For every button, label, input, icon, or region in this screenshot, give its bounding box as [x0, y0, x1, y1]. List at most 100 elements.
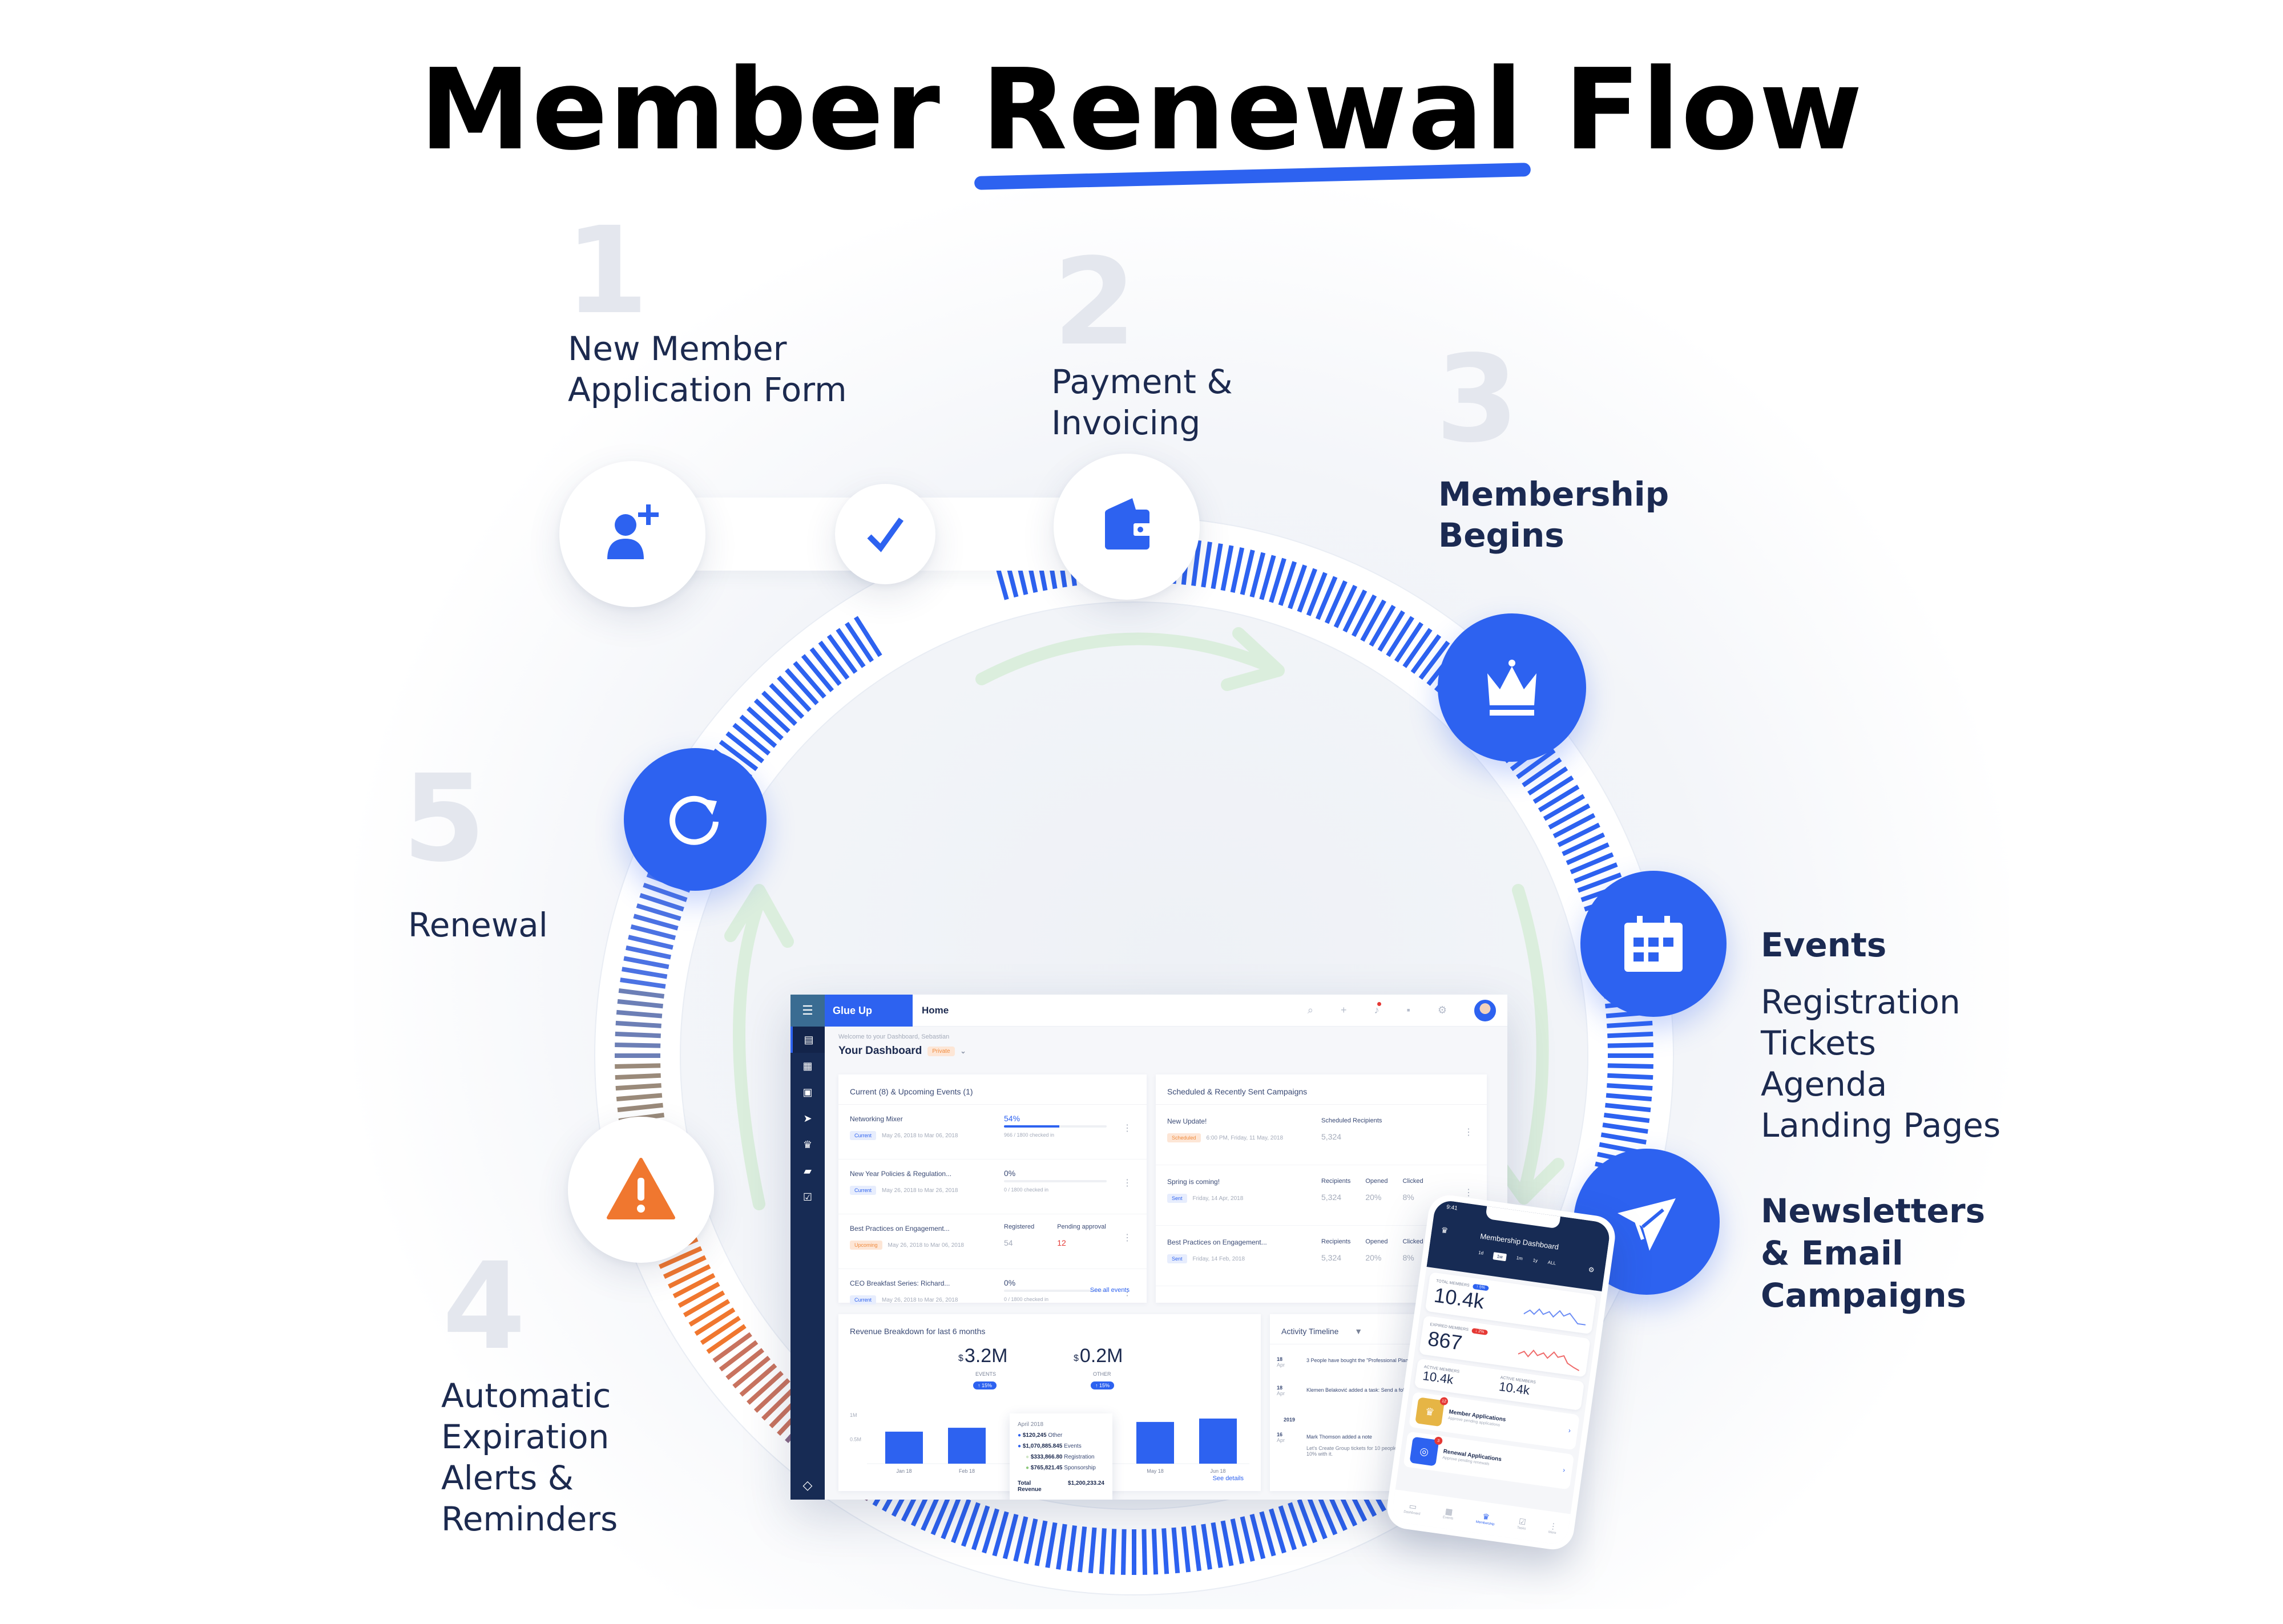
feature-events-item: Agenda: [1761, 1065, 1887, 1104]
sidebar-calendar-icon[interactable]: ▣: [802, 1086, 813, 1098]
settings-icon[interactable]: ⚙: [1437, 1004, 1447, 1016]
step-label-3: Membership Begins: [1438, 475, 1669, 555]
sidebar-campaigns-icon[interactable]: ➤: [803, 1112, 812, 1124]
more-options-icon[interactable]: ⋮: [1123, 1233, 1132, 1243]
sparkline-red: [1518, 1349, 1580, 1371]
more-options-icon[interactable]: ⋮: [1123, 1288, 1132, 1298]
sidebar-membership-icon[interactable]: ♛: [802, 1138, 813, 1150]
more-options-icon[interactable]: ⋮: [1123, 1124, 1132, 1133]
step-2-node[interactable]: [1054, 454, 1200, 600]
flow-arrow-top-head: [1221, 627, 1285, 691]
ring-tick: [633, 914, 679, 931]
revenue-change-badge: ↑ 15%: [1091, 1381, 1115, 1389]
step-4-node[interactable]: [568, 1117, 714, 1263]
event-row[interactable]: New Year Policies & Regulation... Curren…: [838, 1160, 1147, 1214]
event-checked: 0 / 1800 checked in: [1004, 1296, 1049, 1302]
expired-members-card[interactable]: Expired Members↓ 2% 867: [1419, 1315, 1591, 1377]
filter-icon[interactable]: ▼: [1354, 1327, 1363, 1336]
ring-tick: [793, 661, 826, 699]
sidebar-dashboard-icon[interactable]: ▤: [790, 1027, 825, 1053]
nav-tasks[interactable]: ☑Tasks: [1516, 1516, 1527, 1531]
event-progress-bar: [1004, 1125, 1107, 1128]
ring-tick: [961, 1502, 981, 1547]
campaign-col-header: Recipients: [1321, 1238, 1351, 1245]
bell-icon[interactable]: ♪: [1374, 1002, 1382, 1016]
calendar-icon: [1624, 916, 1683, 972]
see-details-link[interactable]: See details: [1212, 1475, 1244, 1482]
ring-tick: [1402, 628, 1433, 668]
range-tab-active[interactable]: 1w: [1493, 1252, 1507, 1262]
bar-events[interactable]: [885, 1431, 923, 1464]
ring-tick: [1607, 1031, 1653, 1039]
user-avatar[interactable]: [1474, 999, 1496, 1021]
ring-tick: [1288, 564, 1308, 609]
bar-events[interactable]: [1199, 1418, 1237, 1464]
chevron-right-icon: ›: [1568, 1426, 1571, 1435]
menu-toggle-icon[interactable]: ☰: [790, 995, 825, 1027]
nav-events[interactable]: ▦Events: [1443, 1506, 1455, 1520]
add-icon[interactable]: +: [1340, 1004, 1347, 1016]
approval-node[interactable]: [835, 484, 935, 584]
see-all-events-link[interactable]: See all events: [1090, 1287, 1130, 1294]
event-row[interactable]: CEO Breakfast Series: Richard... Current…: [838, 1269, 1147, 1324]
crown-icon: [1487, 660, 1536, 716]
event-dates: May 26, 2018 to Mar 26, 2018: [882, 1296, 958, 1303]
chevron-down-icon[interactable]: ⌄: [960, 1047, 966, 1055]
gear-icon[interactable]: ⚙: [1587, 1265, 1595, 1274]
ring-tick: [615, 1063, 661, 1069]
sidebar-logo-icon[interactable]: ◇: [802, 1478, 813, 1492]
event-name: New Year Policies & Regulation...: [850, 1170, 952, 1178]
count-badge: 12: [1439, 1397, 1449, 1406]
more-options-icon[interactable]: ⋮: [1464, 1128, 1473, 1137]
more-options-icon[interactable]: ⋮: [1464, 1188, 1473, 1198]
campaign-date: Friday, 14 Apr, 2018: [1192, 1195, 1244, 1202]
tooltip-total: Total Revenue$1,200,233.24: [1018, 1480, 1104, 1493]
checkmark-icon: [867, 518, 904, 552]
event-percent: 0%: [1004, 1169, 1016, 1178]
brand-name[interactable]: Glue Up: [825, 995, 913, 1027]
ring-tick: [1607, 1020, 1653, 1028]
nav-more[interactable]: ⋮More: [1548, 1520, 1558, 1535]
sidebar-contacts-icon[interactable]: ▦: [802, 1060, 813, 1072]
more-options-icon[interactable]: ⋮: [1123, 1178, 1132, 1188]
dashboard-title[interactable]: Your Dashboard Private ⌄: [838, 1045, 966, 1057]
events-node[interactable]: [1580, 871, 1727, 1017]
event-row[interactable]: Best Practices on Engagement... Upcoming…: [838, 1214, 1147, 1269]
range-tab[interactable]: 1d: [1478, 1250, 1484, 1256]
ring-tick: [1171, 1527, 1180, 1574]
ring-tick: [1377, 610, 1405, 652]
ring-tick: [1161, 1528, 1169, 1574]
campaign-col-header: Opened: [1365, 1238, 1388, 1245]
range-tab[interactable]: 1m: [1516, 1255, 1523, 1262]
bar-events[interactable]: [948, 1428, 986, 1464]
step-5-node[interactable]: [624, 748, 767, 891]
user-plus-icon: [607, 504, 659, 559]
ring-tick: [1077, 1526, 1087, 1573]
dashboard-title-text: Your Dashboard: [838, 1045, 922, 1057]
ring-tick: [777, 675, 812, 712]
step-1-node[interactable]: [559, 461, 705, 607]
ring-tick: [785, 668, 819, 705]
nav-membership[interactable]: ♛Membership: [1475, 1510, 1496, 1526]
step-3-node[interactable]: [1438, 613, 1586, 762]
ring-tick: [1605, 1102, 1651, 1113]
range-tab[interactable]: 1y: [1532, 1257, 1538, 1263]
ring-tick: [1394, 621, 1423, 662]
ring-tick: [1324, 580, 1348, 624]
ring-tick: [1013, 1516, 1028, 1562]
nav-dashboard[interactable]: ▭Dashboard: [1403, 1500, 1422, 1516]
event-tag: Current: [850, 1186, 877, 1195]
sidebar-wallet-icon[interactable]: ▰: [804, 1165, 812, 1177]
topbar-actions: ⌕ + ♪ ▪ ⚙: [1307, 999, 1496, 1021]
range-tab[interactable]: ALL: [1547, 1259, 1556, 1266]
chat-icon[interactable]: ▪: [1406, 1004, 1410, 1016]
ring-tick: [659, 1246, 703, 1269]
sidebar-tasks-icon[interactable]: ☑: [802, 1191, 813, 1203]
bar-events[interactable]: [1136, 1421, 1174, 1464]
total-members-card[interactable]: Total Members↑ 5% 10.4k: [1425, 1272, 1597, 1334]
search-icon[interactable]: ⌕: [1307, 1004, 1313, 1016]
